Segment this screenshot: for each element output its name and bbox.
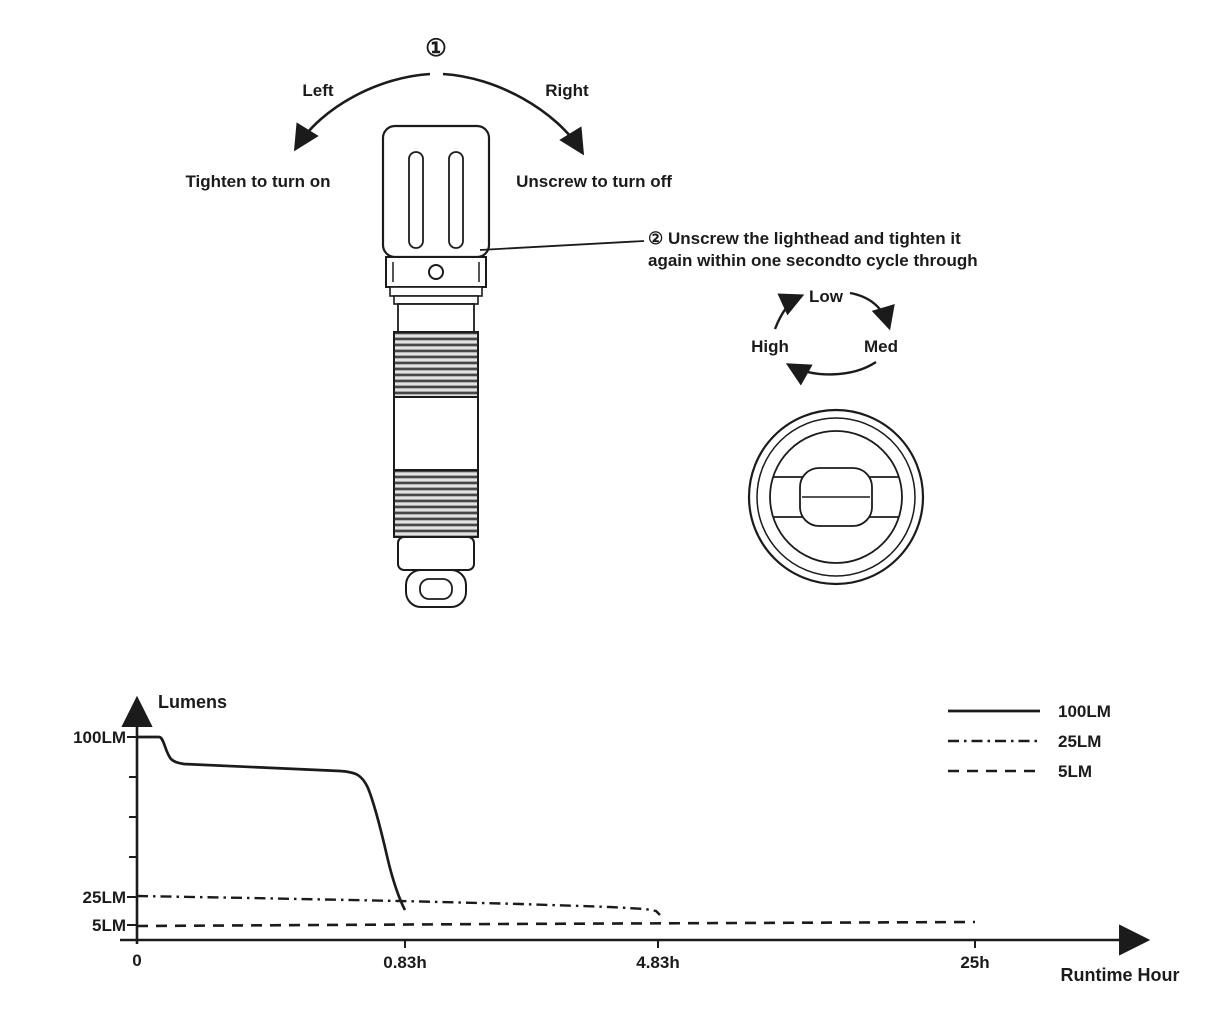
unscrew-instruction-label: Unscrew to turn off [516,172,672,191]
callout-leader-line [479,240,645,251]
legend-5lm-label: 5LM [1058,762,1092,781]
flashlight-head [381,124,491,259]
tailcap-top-view [747,408,925,586]
x-tick-25h: 25h [960,953,989,972]
mode-med-label: Med [864,337,898,356]
tighten-instruction-label: Tighten to turn on [185,172,330,191]
y-tick-5lm: 5LM [92,916,126,935]
series-5lm-line [136,920,976,928]
y-tick-25lm: 25LM [83,888,126,907]
lanyard-hole [419,578,453,600]
neck-section [397,303,475,333]
lower-knurling [393,469,479,538]
mode-low-label: Low [809,287,844,306]
low-to-med-arrow-icon [849,291,895,331]
series-100lm-line [137,735,407,911]
head-slot-right [448,151,464,249]
high-to-low-arrow-icon [773,293,805,330]
x-axis-ticks [404,940,976,948]
mode-high-label: High [751,337,789,356]
tail-band [397,536,475,571]
runtime-chart: Lumens Runtime Hour 100LM 25LM 5LM 0 0.8… [73,692,1179,985]
step2-instruction-line1: ② Unscrew the lighthead and tighten it [648,229,961,248]
step1-number-badge: ① [425,35,447,62]
tailcap-outer-circle [747,408,925,586]
step2-instruction-line2: again within one secondto cycle through [648,251,978,270]
rotate-right-label: Right [545,81,589,100]
y-axis-title: Lumens [158,692,227,712]
step2-callout: ② Unscrew the lighthead and tighten it a… [479,229,978,270]
tailcap-middle-circle [756,417,916,577]
y-axis-ticks [127,736,137,926]
x-tick-0: 0 [132,951,141,970]
series-25lm-line [136,894,661,916]
rotate-left-label: Left [302,81,334,100]
step1-rotation-diagram: ① Left Right Tighten to turn on Unscrew … [185,35,672,191]
rotate-right-arrow-icon [442,72,585,156]
flashlight-illustration [381,124,491,608]
legend-100lm-label: 100LM [1058,702,1111,721]
head-slot-left [408,151,424,249]
rotate-left-arrow-icon [293,72,431,152]
chart-legend: 100LM 25LM 5LM [948,702,1111,781]
x-tick-083h: 0.83h [383,953,426,972]
tailcap-inner-circle [769,430,903,564]
x-axis-title: Runtime Hour [1061,965,1180,985]
legend-25lm-label: 25LM [1058,732,1101,751]
neck-ring-2 [393,295,479,305]
med-to-high-arrow-icon [785,361,877,386]
x-tick-483h: 4.83h [636,953,679,972]
neck-ring-1 [389,286,483,297]
y-tick-100lm: 100LM [73,728,126,747]
ring-dot-icon [428,264,444,280]
upper-knurling [393,331,479,398]
body-middle-section [393,396,479,471]
mode-cycle-diagram: Low High Med [751,287,898,386]
